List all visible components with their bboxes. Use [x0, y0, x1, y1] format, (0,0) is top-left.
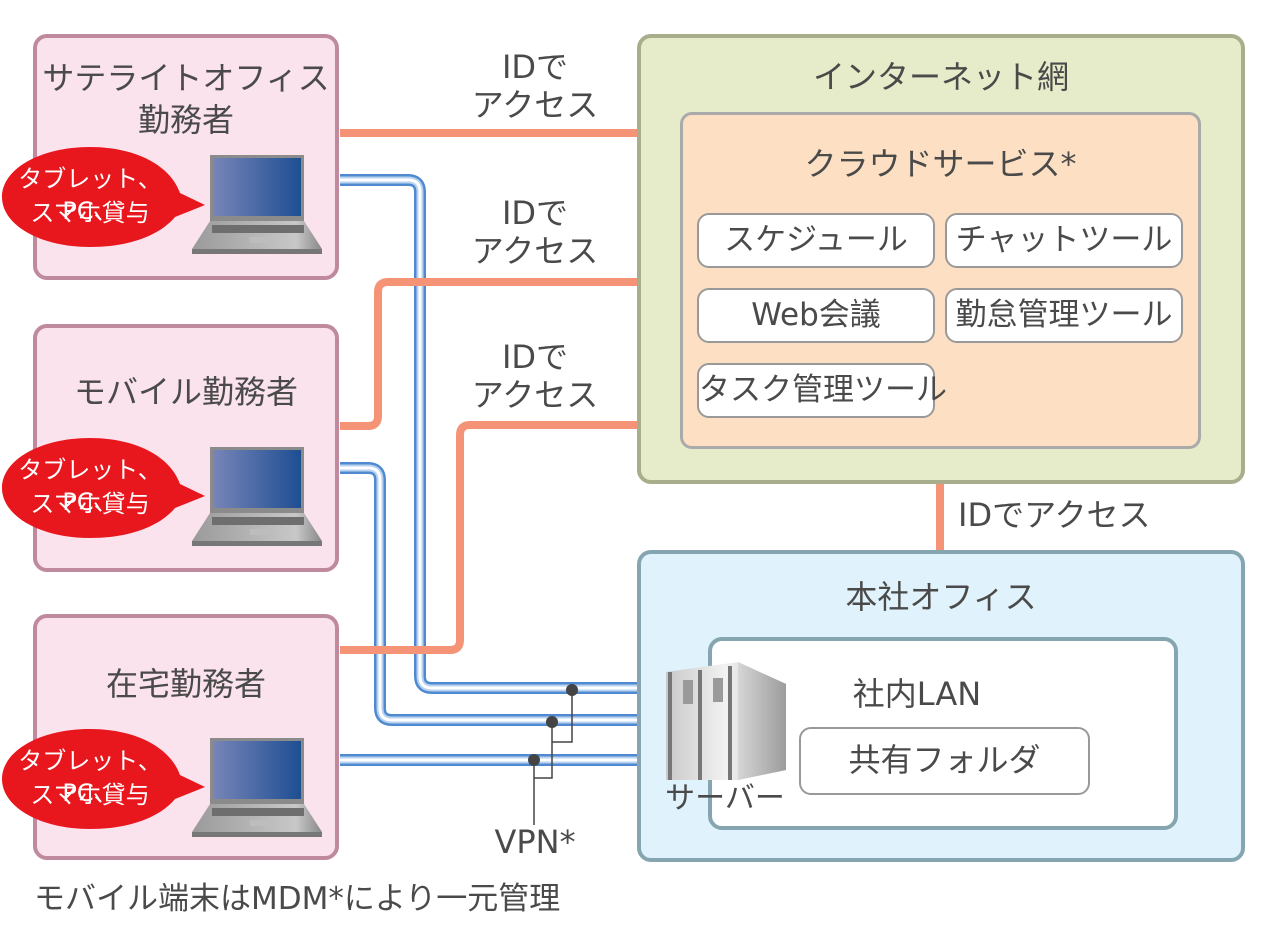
id-access-label-1: IDで アクセス	[430, 48, 640, 124]
bubble-line1: タブレット、PC、	[18, 747, 162, 807]
speech-bubble-shape	[2, 438, 205, 538]
vpn-dot-home	[528, 754, 540, 766]
service-task-tool: タスク管理ツール	[697, 363, 947, 418]
id-access-label-3: IDで アクセス	[430, 338, 640, 414]
id-access-label-2: IDで アクセス	[430, 194, 640, 270]
service-chat-tool: チャットツール	[945, 213, 1183, 268]
bubble-line1: タブレット、PC、	[18, 456, 162, 516]
id-access-arrow-home	[340, 410, 672, 654]
bubble-line1: タブレット、PC、	[18, 165, 162, 225]
vpn-callout	[533, 690, 573, 825]
service-attendance-tool: 勤怠管理ツール	[945, 288, 1183, 343]
label-line2: アクセス	[471, 376, 599, 414]
speech-bubble-shape	[2, 729, 205, 829]
label-line1: IDで	[501, 194, 569, 232]
internet-title: インターネット網	[812, 58, 1069, 96]
device-loan-bubble: タブレット、PC、 スマホ貸与	[0, 727, 205, 831]
vpn-pipe-satellite	[340, 174, 665, 694]
laptop-icon	[192, 447, 322, 546]
vpn-label: VPN*	[494, 823, 576, 861]
device-loan-bubble: タブレット、PC、 スマホ貸与	[0, 145, 205, 249]
bubble-line2: スマホ貸与	[30, 781, 150, 809]
worker-title: 在宅勤務者	[105, 665, 266, 703]
hq-id-access-label: IDでアクセス	[958, 496, 1151, 534]
vpn-dot-satellite	[566, 684, 578, 696]
lan-title: 社内LAN	[852, 675, 982, 713]
worker-title-line2: 勤務者	[137, 101, 234, 139]
worker-title: サテライトオフィス	[42, 59, 330, 97]
cloud-title: クラウドサービス*	[804, 145, 1077, 183]
service-schedule: スケジュール	[697, 213, 935, 268]
label-line2: アクセス	[471, 232, 599, 270]
bubble-line2: スマホ貸与	[30, 490, 150, 518]
hq-title: 本社オフィス	[845, 578, 1037, 616]
vpn-pipe-mobile	[340, 462, 665, 726]
speech-bubble-shape	[2, 147, 205, 247]
device-loan-bubble: タブレット、PC、 スマホ貸与	[0, 436, 205, 540]
worker-title: モバイル勤務者	[73, 373, 298, 411]
laptop-icon	[192, 738, 322, 837]
label-line1: IDで	[501, 48, 569, 86]
vpn-dot-mobile	[546, 716, 558, 728]
mdm-footnote: モバイル端末はMDM*により一元管理	[34, 881, 561, 917]
label-line1: IDで	[501, 338, 569, 376]
label-line2: アクセス	[471, 86, 599, 124]
server-icon	[666, 662, 786, 780]
server-label: サーバー	[665, 781, 785, 816]
shared-folder: 共有フォルダ	[799, 727, 1090, 795]
bubble-line2: スマホ貸与	[30, 199, 150, 227]
service-web-meeting: Web会議	[697, 288, 935, 343]
laptop-icon	[192, 155, 322, 254]
